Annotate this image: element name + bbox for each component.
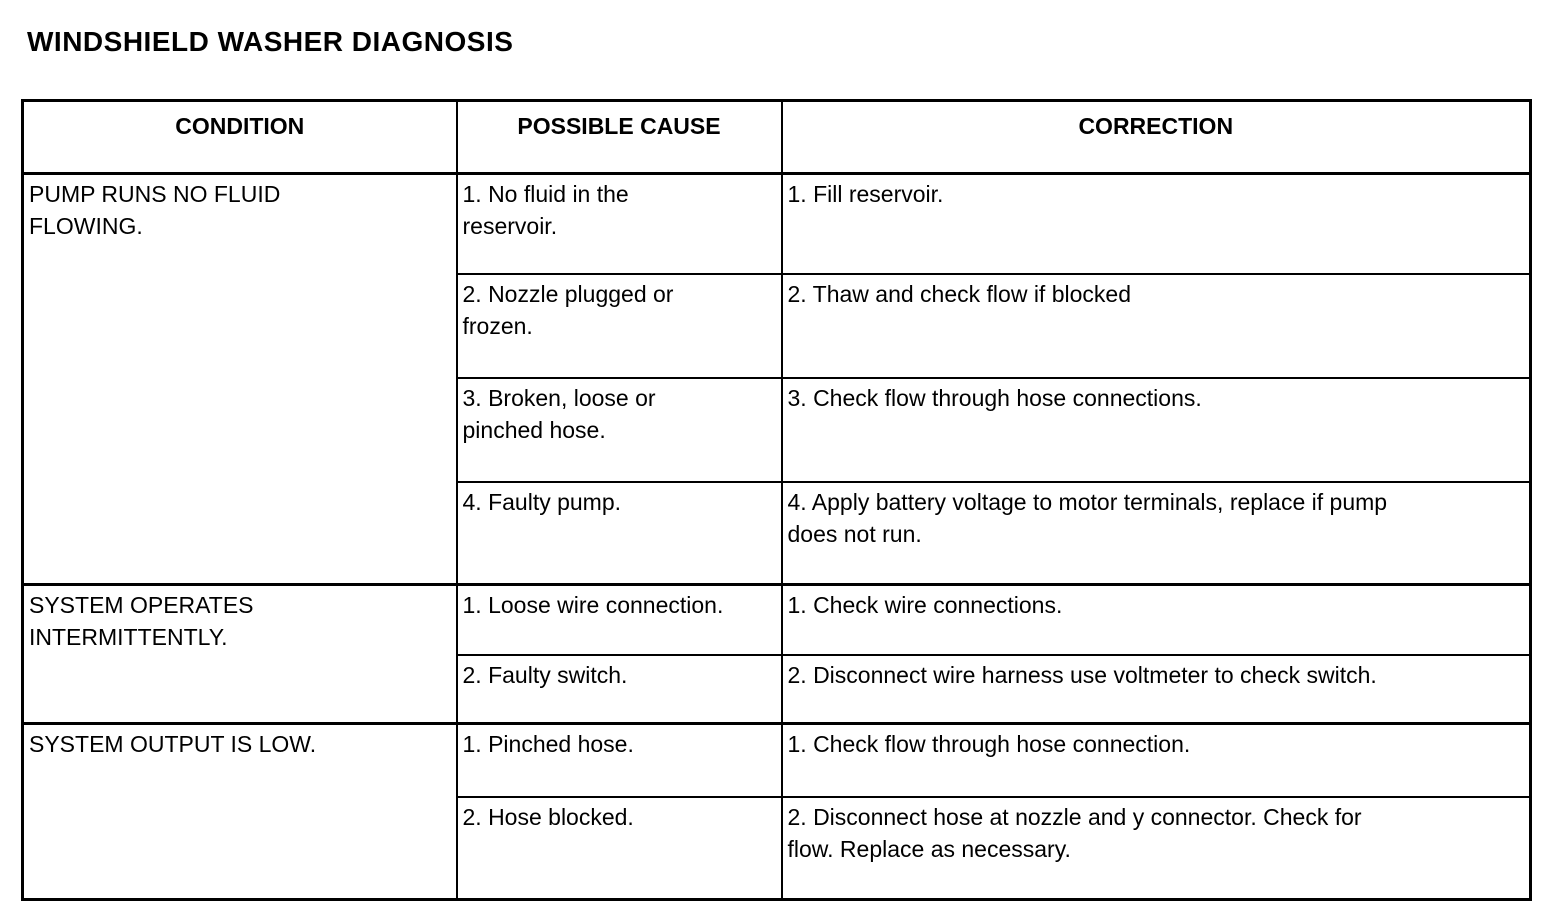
correction-cell: 2. Thaw and check flow if blocked: [780, 272, 1532, 379]
correction-cell: 4. Apply battery voltage to motor termin…: [780, 480, 1532, 586]
column-header-condition: CONDITION: [21, 99, 458, 175]
cause-cell: 3. Broken, loose or pinched hose.: [455, 376, 783, 483]
correction-cell: 2. Disconnect wire harness use voltmeter…: [780, 653, 1532, 725]
table-row: 2. Hose blocked.2. Disconnect hose at no…: [23, 795, 1532, 901]
header-row: CONDITION POSSIBLE CAUSE CORRECTION: [21, 99, 1532, 175]
correction-cell: 2. Disconnect hose at nozzle and y conne…: [780, 795, 1532, 901]
cause-cell: 1. Loose wire connection.: [455, 583, 783, 656]
correction-cell: 3. Check flow through hose connections.: [780, 376, 1532, 483]
table-row: 3. Broken, loose or pinched hose.3. Chec…: [23, 376, 1532, 483]
cause-cell: 4. Faulty pump.: [455, 480, 783, 586]
table-row: 2. Faulty switch.2. Disconnect wire harn…: [23, 653, 1532, 725]
table-row: 2. Nozzle plugged or frozen.2. Thaw and …: [23, 272, 1532, 379]
diagnosis-table: CONDITION POSSIBLE CAUSE CORRECTION PUMP…: [21, 99, 1532, 901]
page-title: WINDSHIELD WASHER DIAGNOSIS: [27, 26, 514, 57]
table-header: CONDITION POSSIBLE CAUSE CORRECTION: [21, 99, 1532, 175]
table-row: PUMP RUNS NO FLUID FLOWING.1. No fluid i…: [21, 172, 1532, 586]
cause-cell: 2. Hose blocked.: [455, 795, 783, 901]
table-row: SYSTEM OUTPUT IS LOW.1. Pinched hose.1. …: [21, 722, 1532, 901]
correction-cell: 1. Check flow through hose connection.: [780, 722, 1532, 798]
condition-cell: PUMP RUNS NO FLUID FLOWING.: [21, 172, 458, 586]
table-body: PUMP RUNS NO FLUID FLOWING.1. No fluid i…: [21, 172, 1532, 901]
correction-cell: 1. Fill reservoir.: [780, 172, 1532, 275]
condition-cell: SYSTEM OUTPUT IS LOW.: [21, 722, 458, 901]
correction-cell: 1. Check wire connections.: [780, 583, 1532, 656]
condition-cell: SYSTEM OPERATES INTERMITTENTLY.: [21, 583, 458, 725]
cause-cell: 1. No fluid in the reservoir.: [455, 172, 783, 275]
table-row: SYSTEM OPERATES INTERMITTENTLY.1. Loose …: [21, 583, 1532, 725]
cause-cell: 2. Nozzle plugged or frozen.: [455, 272, 783, 379]
cause-cell: 2. Faulty switch.: [455, 653, 783, 725]
table-row: 4. Faulty pump.4. Apply battery voltage …: [23, 480, 1532, 586]
cause-cell: 1. Pinched hose.: [455, 722, 783, 798]
column-header-possible-cause: POSSIBLE CAUSE: [455, 99, 783, 175]
column-header-correction: CORRECTION: [780, 99, 1532, 175]
